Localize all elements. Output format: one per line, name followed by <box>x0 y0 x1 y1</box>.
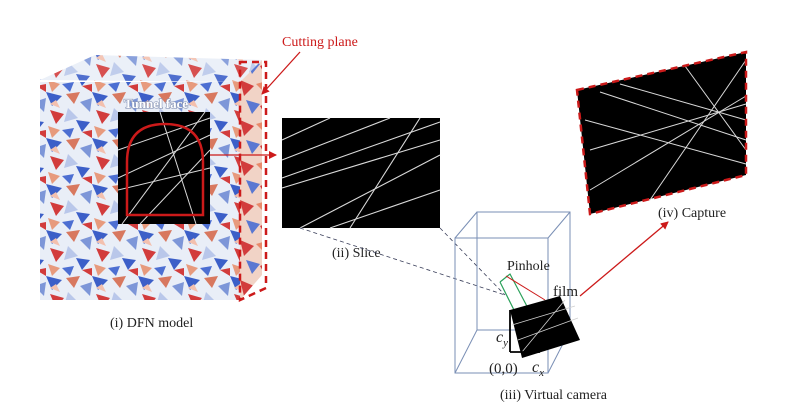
pinhole-label: Pinhole <box>507 259 550 274</box>
film-black-panel <box>510 296 580 358</box>
dfn-model-caption: (i) DFN model <box>110 316 193 331</box>
dfn-model-block: Tunnel face <box>40 55 268 302</box>
capture-image <box>575 50 748 216</box>
cutting-plane-arrow <box>261 51 301 95</box>
dfn-block-top-face <box>40 55 262 82</box>
cutting-plane-label: Cutting plane <box>282 35 358 50</box>
tunnel-face-label: Tunnel face <box>124 96 188 111</box>
film-label: film <box>553 284 578 300</box>
slice-black-panel <box>282 118 440 228</box>
origin-label: (0,0) <box>489 361 518 377</box>
slice-caption: (ii) Slice <box>332 246 381 261</box>
cutting-plane-outline <box>238 60 268 302</box>
slice-image <box>281 117 441 229</box>
capture-black-panel <box>577 52 746 214</box>
capture-caption: (iv) Capture <box>658 206 726 221</box>
slice-fracture-traces <box>281 117 441 229</box>
cx-label: cx <box>532 359 544 379</box>
dfn-block-side-face <box>240 60 262 300</box>
cy-label: cy <box>496 329 508 349</box>
virtual-camera-caption: (iii) Virtual camera <box>500 388 608 403</box>
capture-fracture-traces <box>584 59 747 201</box>
projection-lines <box>299 227 506 296</box>
film-to-capture-arrow <box>579 221 669 297</box>
capture-dashed-frame <box>575 50 748 216</box>
film-plate <box>509 296 580 358</box>
tunnel-outline <box>125 122 205 217</box>
